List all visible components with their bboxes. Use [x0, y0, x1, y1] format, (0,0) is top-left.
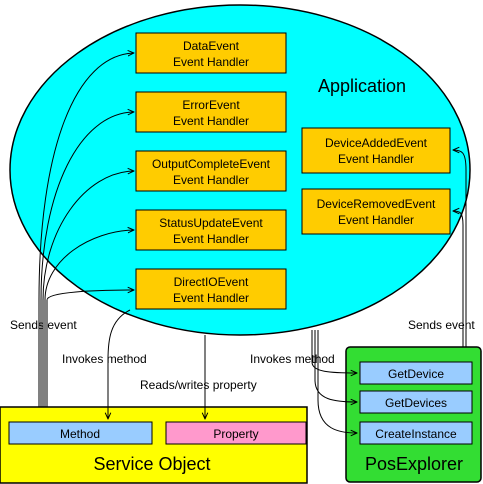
sends-event-label-right: Sends event	[408, 318, 475, 332]
handler-data-event-line2: Event Handler	[173, 55, 249, 69]
handler-error-event-line1: ErrorEvent	[182, 98, 240, 112]
invokes-method-arrows-right	[311, 330, 357, 433]
handler-direct-io-event-line2: Event Handler	[173, 291, 249, 305]
get-device-label: GetDevice	[388, 367, 444, 381]
method-box	[8, 421, 153, 445]
service-object-label: Service Object	[93, 454, 210, 474]
handler-device-added-event-line2: Event Handler	[338, 152, 414, 166]
service-object: Method Property Service Object	[0, 406, 308, 484]
pos-explorer: GetDevice GetDevices CreateInstance PosE…	[345, 346, 482, 483]
handler-direct-io-event-line1: DirectIOEvent	[174, 275, 249, 289]
handler-direct-io-event: DirectIOEvent Event Handler	[135, 268, 287, 310]
handler-device-removed-event: DeviceRemovedEvent Event Handler	[301, 188, 451, 235]
handler-data-event: DataEvent Event Handler	[135, 32, 287, 74]
reads-writes-property-label: Reads/writes property	[140, 378, 257, 392]
property-box	[165, 421, 307, 445]
handler-status-update-event: StatusUpdateEvent Event Handler	[135, 209, 287, 251]
application-label: Application	[318, 76, 406, 96]
handler-output-complete-event-line1: OutputCompleteEvent	[152, 157, 271, 171]
handler-device-removed-event-line2: Event Handler	[338, 213, 414, 227]
sends-event-arrows	[38, 53, 134, 407]
sends-event-label-left: Sends event	[10, 318, 77, 332]
pos-explorer-label: PosExplorer	[365, 454, 463, 474]
handler-device-added-event: DeviceAddedEvent Event Handler	[301, 127, 451, 174]
invokes-method-arrow-left	[108, 309, 131, 419]
handler-error-event-line2: Event Handler	[173, 114, 249, 128]
handler-output-complete-event-line2: Event Handler	[173, 173, 249, 187]
get-devices-label: GetDevices	[385, 396, 447, 410]
invokes-method-label-left: Invokes method	[62, 352, 147, 366]
handler-device-added-event-line1: DeviceAddedEvent	[325, 136, 428, 150]
handler-device-removed-event-line1: DeviceRemovedEvent	[317, 197, 436, 211]
get-devices-box	[359, 390, 473, 414]
handler-error-event: ErrorEvent Event Handler	[135, 91, 287, 133]
create-instance-box	[359, 421, 473, 445]
create-instance-label: CreateInstance	[375, 427, 457, 441]
handler-output-complete-event: OutputCompleteEvent Event Handler	[135, 150, 287, 192]
get-device-box	[359, 361, 473, 385]
handler-status-update-event-line1: StatusUpdateEvent	[159, 216, 263, 230]
handler-status-update-event-line2: Event Handler	[173, 232, 249, 246]
method-label: Method	[60, 427, 100, 441]
handler-data-event-line1: DataEvent	[183, 39, 240, 53]
invokes-method-label-right: Invokes method	[250, 352, 335, 366]
sends-event-arrows-right	[453, 150, 467, 347]
property-label: Property	[213, 427, 258, 441]
